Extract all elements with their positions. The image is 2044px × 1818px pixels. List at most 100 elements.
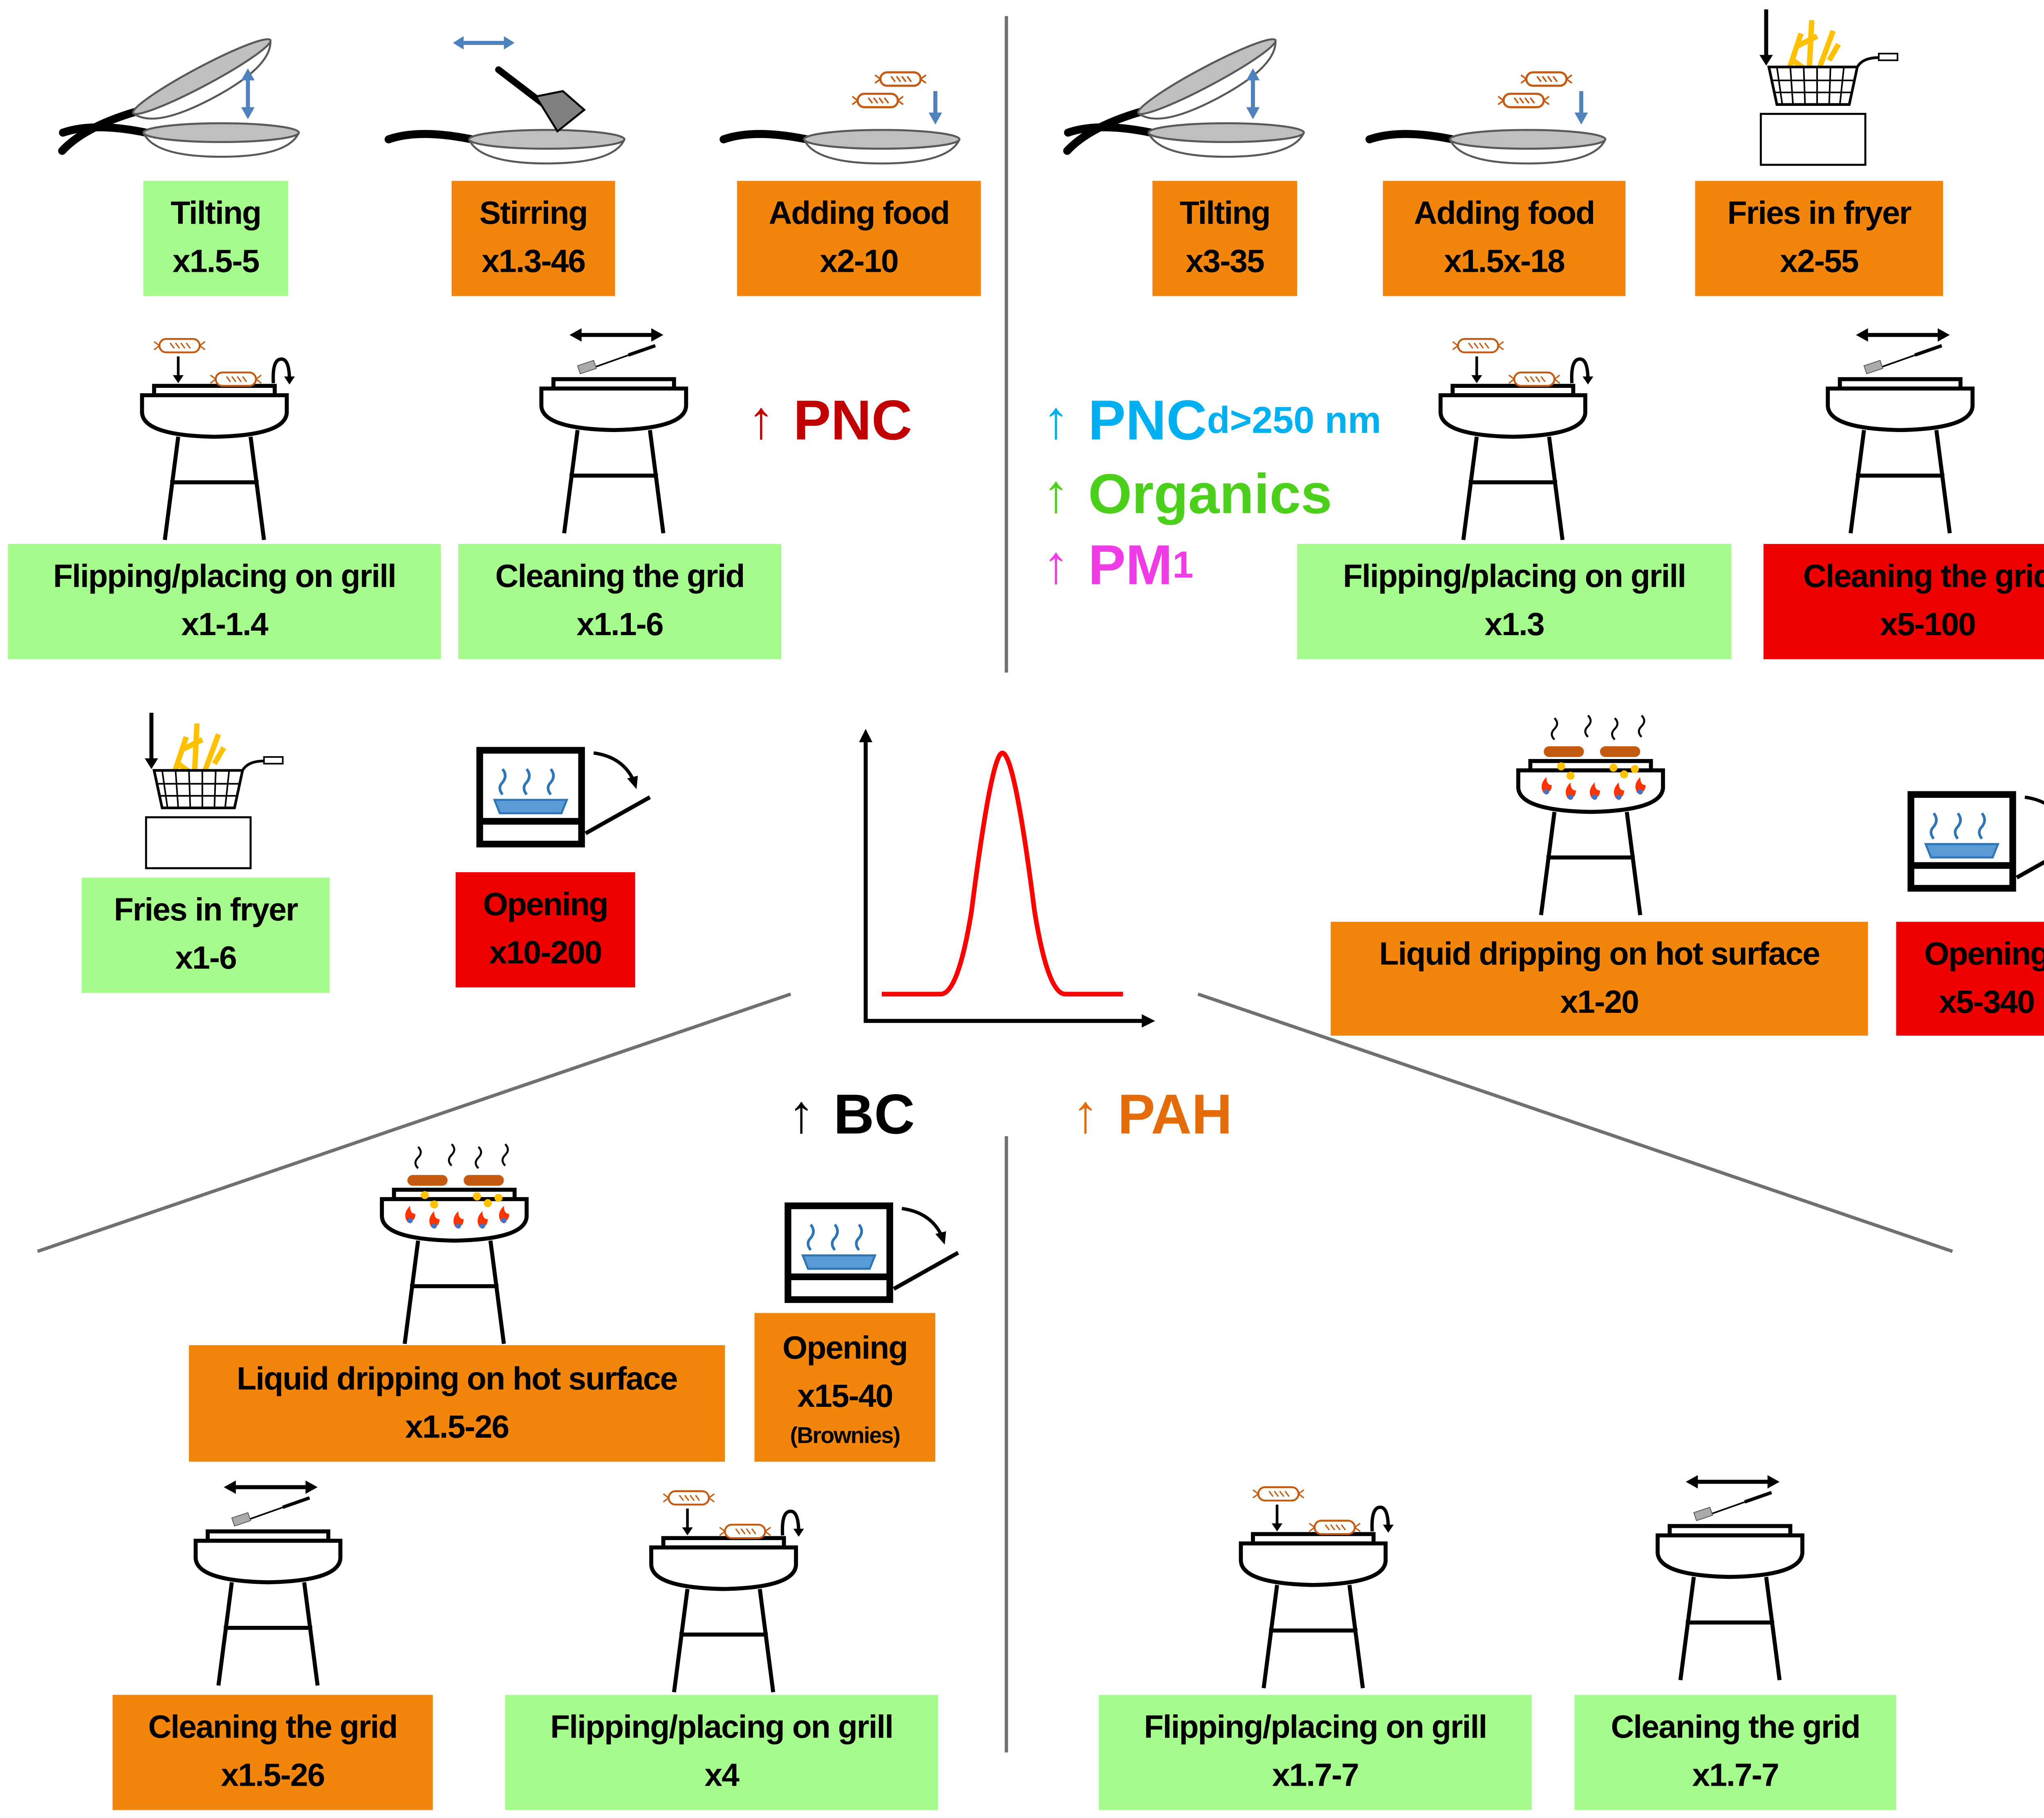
- grill-fire-icon: [1514, 710, 1675, 918]
- event-factor: x1.5-26: [405, 1408, 509, 1445]
- event-factor: x3-35: [1186, 244, 1264, 280]
- event-factor: x1.7-7: [1692, 1758, 1779, 1794]
- event-factor: x1.3-46: [482, 244, 586, 280]
- bc-label: ↑ BC: [788, 1083, 914, 1147]
- grill-clean-icon: [192, 1480, 352, 1695]
- event-name: Cleaning the grid: [1611, 1709, 1860, 1746]
- event-name: Cleaning the grid: [495, 558, 745, 595]
- event-liquid-dripping: Liquid dripping on hot surface x1.5-26: [189, 1345, 725, 1462]
- grill-flip-icon: [138, 335, 299, 543]
- event-cleaning-grid: Cleaning the grid x5-100: [1763, 544, 2044, 659]
- event-adding-food: Adding food x2-10: [737, 181, 981, 296]
- legend-organics: ↑Organics: [1042, 462, 1332, 526]
- event-name: Fries in fryer: [1727, 195, 1912, 232]
- event-name: Cleaning the grid: [1803, 558, 2044, 595]
- event-flipping-placing: Flipping/placing on grill x1-1.4: [8, 544, 441, 659]
- event-opening: Opening x15-40 (Brownies): [754, 1313, 936, 1462]
- legend-label: PM: [1088, 533, 1173, 596]
- event-adding-food: Adding food x1.5x-18: [1383, 181, 1626, 296]
- event-factor: x2-10: [820, 244, 899, 280]
- event-tilting: Tilting x1.5-5: [143, 181, 288, 296]
- divider-right-diagonal: [1197, 992, 1953, 1253]
- oven-icon: [476, 746, 663, 853]
- up-arrow-icon: ↑: [1042, 390, 1069, 450]
- oven-icon: [784, 1202, 972, 1309]
- legend-subscript: d>250 nm: [1207, 399, 1381, 441]
- event-factor: x1.1-6: [576, 607, 663, 643]
- event-factor: x1-20: [1560, 984, 1639, 1021]
- up-arrow-icon: ↑: [1072, 1084, 1099, 1144]
- event-opening: Opening x10-200: [455, 872, 635, 987]
- divider-left-diagonal: [37, 992, 791, 1253]
- bc-label-text: BC: [833, 1082, 915, 1146]
- pnc-label: ↑ PNC: [748, 389, 912, 453]
- event-note: (Brownies): [790, 1422, 901, 1448]
- event-factor: x1.5-26: [221, 1758, 325, 1794]
- legend-label: Organics: [1088, 462, 1332, 525]
- fryer-icon: [141, 710, 301, 878]
- grill-clean-icon: [537, 328, 698, 542]
- event-cleaning-grid: Cleaning the grid x1.1-6: [458, 544, 782, 659]
- event-factor: x1.5-5: [173, 244, 260, 280]
- event-name: Opening: [483, 887, 609, 923]
- pan-tilt-icon: [61, 7, 302, 167]
- event-name: Adding food: [1414, 195, 1595, 232]
- grill-clean-icon: [1654, 1475, 1814, 1689]
- event-name: Fries in fryer: [114, 892, 298, 929]
- event-name: Opening: [782, 1330, 908, 1366]
- event-name: Adding food: [769, 195, 950, 232]
- event-name: Flipping/placing on grill: [1144, 1709, 1487, 1746]
- grill-fire-icon: [378, 1139, 538, 1346]
- legend-subscript: 1: [1172, 544, 1194, 586]
- event-fries-in-fryer: Fries in fryer x2-55: [1695, 181, 1943, 296]
- event-name: Flipping/placing on grill: [1343, 558, 1686, 595]
- event-factor: x5-340: [1939, 984, 2035, 1021]
- pan-stir-icon: [386, 36, 627, 174]
- event-name: Liquid dripping on hot surface: [1379, 936, 1820, 972]
- grill-flip-icon: [647, 1487, 808, 1695]
- fryer-icon: [1755, 7, 1916, 174]
- event-cleaning-grid: Cleaning the grid x1.7-7: [1574, 1695, 1896, 1810]
- event-factor: x1.7-7: [1272, 1758, 1359, 1794]
- event-cleaning-grid: Cleaning the grid x1.5-26: [112, 1695, 433, 1810]
- event-name: Opening: [1924, 936, 2044, 972]
- oven-icon: [1907, 790, 2044, 898]
- grill-clean-icon: [1824, 328, 1984, 542]
- up-arrow-icon: ↑: [788, 1084, 815, 1144]
- event-name: Flipping/placing on grill: [53, 558, 397, 595]
- event-factor: x2-55: [1780, 244, 1859, 280]
- event-factor: x1.5x-18: [1444, 244, 1565, 280]
- event-name: Tilting: [170, 195, 262, 232]
- event-name: Flipping/placing on grill: [550, 1709, 894, 1746]
- concentration-peak-icon: [859, 729, 1155, 1028]
- grill-flip-icon: [1437, 335, 1597, 543]
- event-fries-in-fryer: Fries in fryer x1-6: [81, 878, 330, 993]
- pan-add-food-icon: [721, 13, 962, 174]
- event-opening: Opening x5-340: [1896, 922, 2044, 1036]
- grill-flip-icon: [1237, 1483, 1398, 1691]
- up-arrow-icon: ↑: [1042, 535, 1069, 594]
- pah-label-text: PAH: [1117, 1082, 1233, 1146]
- event-factor: x1-1.4: [181, 607, 268, 643]
- event-name: Cleaning the grid: [148, 1709, 398, 1746]
- event-factor: x1-6: [175, 940, 237, 977]
- pan-add-food-icon: [1367, 13, 1608, 174]
- legend-label: PNC: [1088, 388, 1207, 452]
- event-liquid-dripping: Liquid dripping on hot surface x1-20: [1331, 922, 1868, 1036]
- event-factor: x15-40: [797, 1378, 893, 1414]
- event-factor: x10-200: [489, 935, 603, 972]
- event-factor: x5-100: [1880, 607, 1976, 643]
- pah-label: ↑ PAH: [1072, 1083, 1232, 1147]
- event-name: Stirring: [479, 195, 588, 232]
- event-name: Liquid dripping on hot surface: [237, 1360, 678, 1397]
- pnc-label-text: PNC: [793, 388, 912, 452]
- up-arrow-icon: ↑: [748, 390, 775, 450]
- event-flipping-placing: Flipping/placing on grill x1.7-7: [1098, 1695, 1532, 1810]
